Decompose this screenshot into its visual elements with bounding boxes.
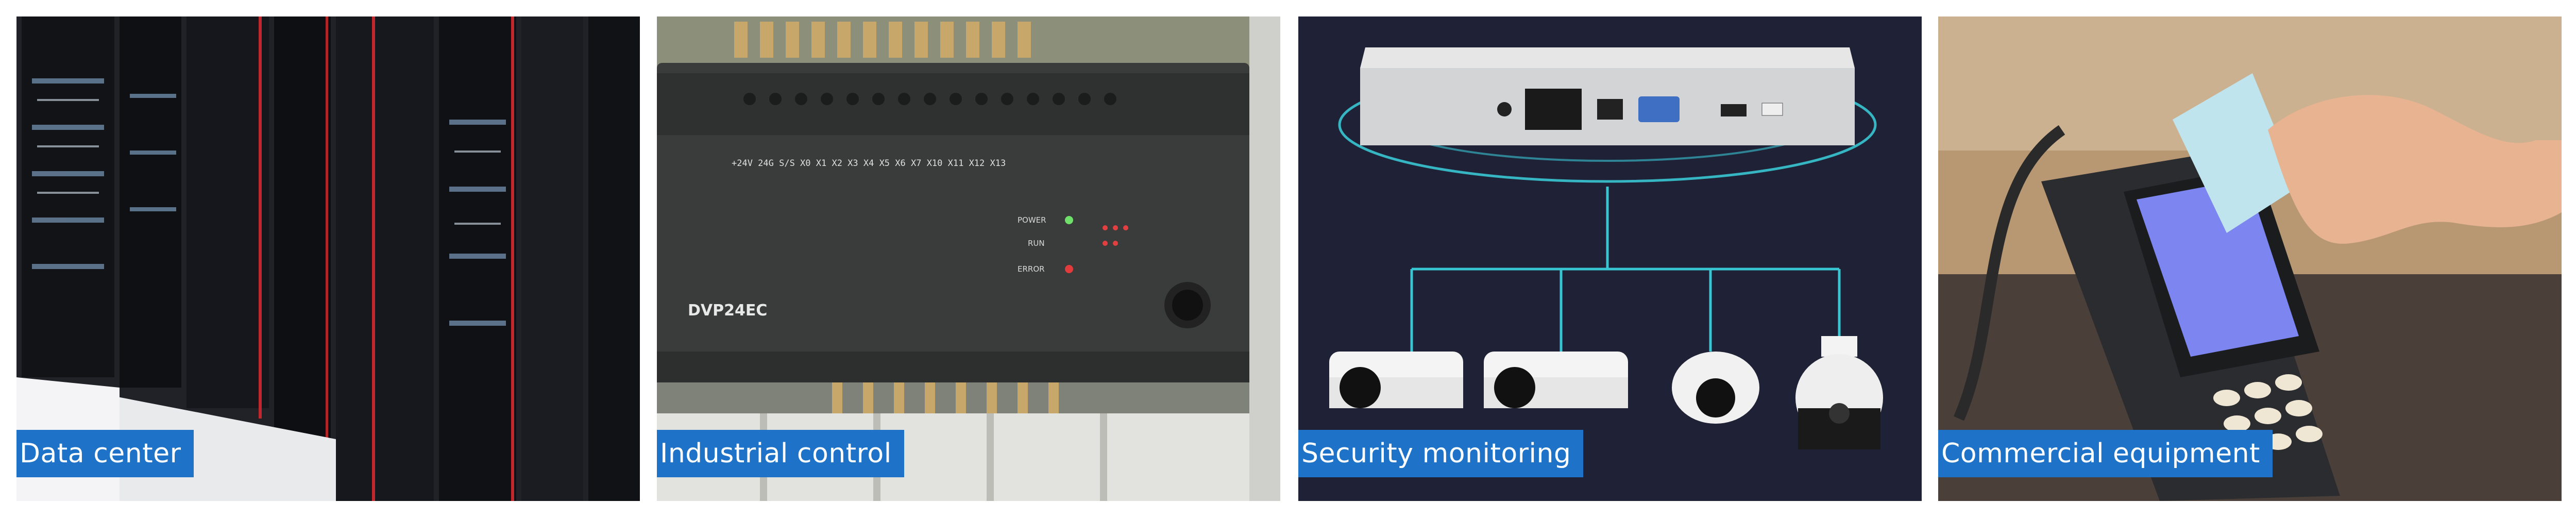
panel-security-monitoring: Security monitoring [1298,16,1922,501]
panel-commercial-equipment: Commercial equipment [1938,16,2562,501]
plc-error-label: ERROR [1018,264,1045,274]
plc-input-labels: +24V 24G S/S X0 X1 X2 X3 X4 X5 X6 X7 X10… [732,158,1006,169]
plc-photo: +24V 24G S/S X0 X1 X2 X3 X4 X5 X6 X7 X10… [657,16,1280,501]
data-center-photo [16,16,640,501]
security-diagram [1298,16,1922,501]
panel-data-center: Data center [16,16,640,501]
caption-commercial-equipment: Commercial equipment [1938,430,2273,477]
plc-model-label: DVP24EC [688,302,767,320]
panel-industrial-control: +24V 24G S/S X0 X1 X2 X3 X4 X5 X6 X7 X10… [657,16,1280,501]
plc-run-label: RUN [1028,239,1045,248]
caption-industrial-control: Industrial control [657,430,904,477]
pos-terminal-photo [1938,16,2562,501]
plc-power-label: POWER [1018,215,1046,225]
caption-security-monitoring: Security monitoring [1298,430,1584,477]
caption-data-center: Data center [16,430,194,477]
